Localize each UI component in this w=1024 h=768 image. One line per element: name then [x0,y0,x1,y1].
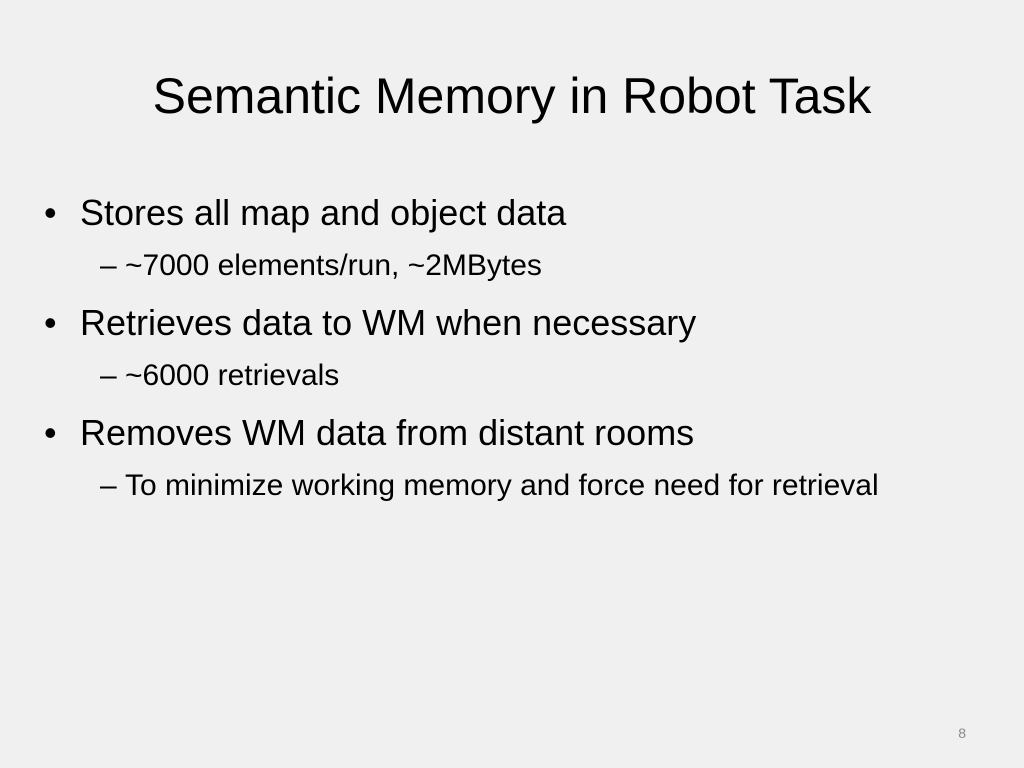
bullet-list: • Stores all map and object data – ~7000… [44,190,974,520]
sub-bullet-text: ~6000 retrievals [125,359,340,392]
slide-title: Semantic Memory in Robot Task [152,68,872,124]
sub-bullet-row: – To minimize working memory and force n… [100,466,974,506]
bullet-item: • Removes WM data from distant rooms – T… [44,410,974,506]
sub-bullet-marker: – [100,469,117,502]
bullet-text: Retrieves data to WM when necessary [80,302,697,343]
sub-bullet-text: To minimize working memory and force nee… [125,469,879,502]
bullet-marker: • [44,412,57,453]
bullet-text: Removes WM data from distant rooms [80,412,695,453]
sub-bullet-row: – ~6000 retrievals [100,356,974,396]
bullet-row: • Retrieves data to WM when necessary [44,300,974,346]
slide-number: 8 [958,725,966,741]
bullet-row: • Stores all map and object data [44,190,974,236]
sub-bullet-marker: – [100,359,117,392]
sub-bullet-marker: – [100,249,117,282]
sub-bullet-row: – ~7000 elements/run, ~2MBytes [100,246,974,286]
bullet-row: • Removes WM data from distant rooms [44,410,974,456]
bullet-text: Stores all map and object data [80,192,567,233]
bullet-item: • Stores all map and object data – ~7000… [44,190,974,286]
bullet-marker: • [44,192,57,233]
bullet-item: • Retrieves data to WM when necessary – … [44,300,974,396]
bullet-marker: • [44,302,57,343]
sub-bullet-text: ~7000 elements/run, ~2MBytes [125,249,542,282]
